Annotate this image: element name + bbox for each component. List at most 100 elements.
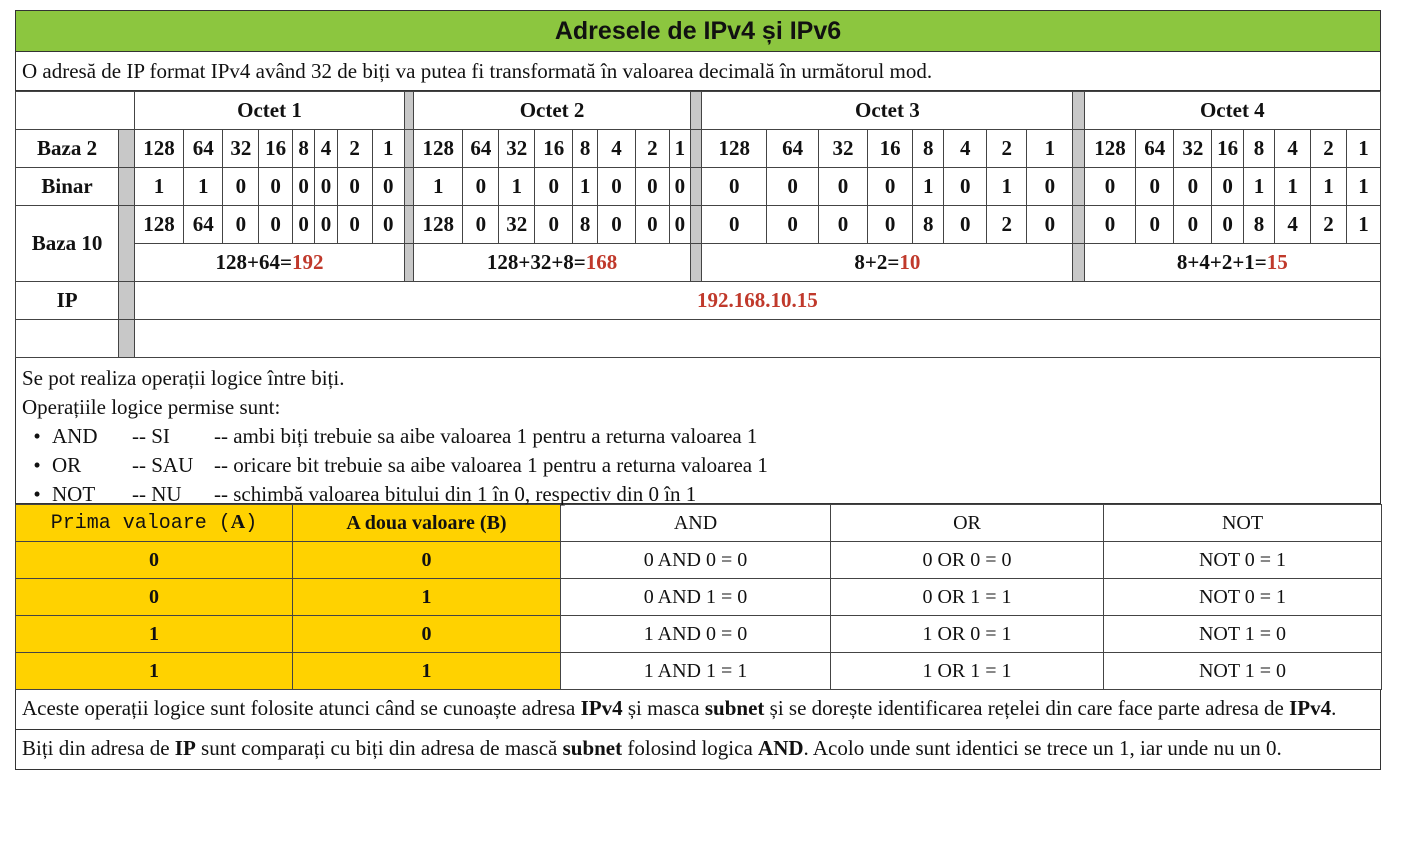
ops-item-not: • NOT -- NU -- schimbă valoarea bitului … <box>22 480 1374 509</box>
value-a: 0 <box>15 541 293 579</box>
bit-cell: 1 <box>1345 129 1382 168</box>
sum-value: 15 <box>1266 250 1288 274</box>
bit-cell: 8 <box>912 205 945 244</box>
value-b: 0 <box>292 541 561 579</box>
bit-cell: 1 <box>1274 167 1312 206</box>
gap-cell <box>118 129 135 168</box>
bit-cell: 2 <box>1310 205 1347 244</box>
op-ro: -- NU <box>132 482 182 506</box>
logic-operations-text: Se pot realiza operații logice între biț… <box>15 358 1381 506</box>
bit-cell: 0 <box>1211 205 1244 244</box>
header-and: AND <box>560 504 831 542</box>
bit-cell: 8 <box>1242 129 1276 168</box>
bit-cell: 16 <box>534 129 574 168</box>
bit-cell: 0 <box>291 167 316 206</box>
not-result: NOT 1 = 0 <box>1103 615 1382 653</box>
op-desc: -- ambi biți trebuie sa aibe valoarea 1 … <box>214 424 758 448</box>
intro-text: O adresă de IP format IPv4 având 32 de b… <box>15 52 1381 91</box>
gap-cell <box>690 167 703 206</box>
value-b: 0 <box>292 615 561 653</box>
bit-cell: 4 <box>1274 205 1312 244</box>
bit-cell: 0 <box>336 167 373 206</box>
bit-cell: 0 <box>817 205 869 244</box>
and-result: 1 AND 1 = 1 <box>560 652 831 690</box>
bit-cell: 0 <box>596 167 637 206</box>
ip-row: IP 192.168.10.15 <box>14 281 1382 320</box>
bit-cell: 0 <box>943 167 988 206</box>
bit-cell: 64 <box>462 129 500 168</box>
op-ro: -- SAU <box>132 453 194 477</box>
row-label: IP <box>14 281 120 320</box>
value-a: 1 <box>15 652 293 690</box>
bit-cell: 0 <box>336 205 373 244</box>
bit-cell: 0 <box>1026 167 1074 206</box>
ops-item-and: • AND -- SI -- ambi biți trebuie sa aibe… <box>22 422 1374 451</box>
bit-cell: 0 <box>596 205 637 244</box>
bit-cell: 32 <box>1173 129 1213 168</box>
row-label: Binar <box>14 167 120 206</box>
ip-address-value: 192.168.10.15 <box>133 281 1382 320</box>
bit-cell: 1 <box>498 167 536 206</box>
bit-cell: 0 <box>668 205 692 244</box>
bit-cell: 0 <box>371 167 406 206</box>
gap-cell <box>1072 91 1085 130</box>
empty-row <box>14 319 1382 358</box>
op-name: AND <box>52 424 98 448</box>
bit-cell: 32 <box>498 205 536 244</box>
or-result: 1 OR 0 = 1 <box>830 615 1104 653</box>
bit-cell: 128 <box>1083 129 1137 168</box>
sum-value: 192 <box>291 250 324 274</box>
bit-cell: 0 <box>635 205 670 244</box>
bit-cell: 0 <box>222 205 260 244</box>
sum-value: 168 <box>585 250 618 274</box>
gap-cell <box>404 129 415 168</box>
bit-cell: 128 <box>413 205 464 244</box>
gap-cell <box>118 319 135 358</box>
bit-cell: 32 <box>498 129 536 168</box>
bit-cell: 1 <box>371 129 406 168</box>
bit-cell: 1 <box>413 167 464 206</box>
or-result: 0 OR 1 = 1 <box>830 578 1104 616</box>
bit-cell: 0 <box>867 205 914 244</box>
gap-cell <box>1072 129 1085 168</box>
bit-cell: 2 <box>986 205 1028 244</box>
logic-truth-table: Prima valoare (A) A doua valoare (B) AND… <box>15 504 1382 690</box>
bit-cell: 1 <box>986 167 1028 206</box>
sum-expression: 128+64= <box>215 250 292 274</box>
not-result: NOT 0 = 1 <box>1103 578 1382 616</box>
bit-cell: 64 <box>766 129 819 168</box>
bit-cell: 4 <box>314 129 338 168</box>
bit-cell: 1 <box>133 167 185 206</box>
bit-cell: 0 <box>314 167 338 206</box>
not-result: NOT 0 = 1 <box>1103 541 1382 579</box>
gap-cell <box>118 167 135 206</box>
bit-cell: 0 <box>1083 205 1137 244</box>
sum-value: 10 <box>899 250 921 274</box>
gap-cell <box>690 243 703 282</box>
row-label: Baza 2 <box>14 129 120 168</box>
sum-expression: 8+2= <box>854 250 900 274</box>
bit-cell: 0 <box>534 167 574 206</box>
bit-cell: 0 <box>635 167 670 206</box>
gap-cell <box>1072 205 1085 244</box>
bit-cell: 4 <box>596 129 637 168</box>
bit-cell: 1 <box>912 167 945 206</box>
bit-cell: 128 <box>701 129 768 168</box>
empty-cell <box>14 319 120 358</box>
header-not: NOT <box>1103 504 1382 542</box>
bit-cell: 16 <box>1211 129 1244 168</box>
logic-header-row: Prima valoare (A) A doua valoare (B) AND… <box>15 504 1382 542</box>
bit-cell: 2 <box>635 129 670 168</box>
octet-header: Octet 4 <box>1083 91 1382 130</box>
bit-cell: 4 <box>1274 129 1312 168</box>
gap-cell <box>118 205 135 282</box>
bit-cell: 0 <box>1083 167 1137 206</box>
bit-cell: 1 <box>1345 205 1382 244</box>
value-b: 1 <box>292 652 561 690</box>
